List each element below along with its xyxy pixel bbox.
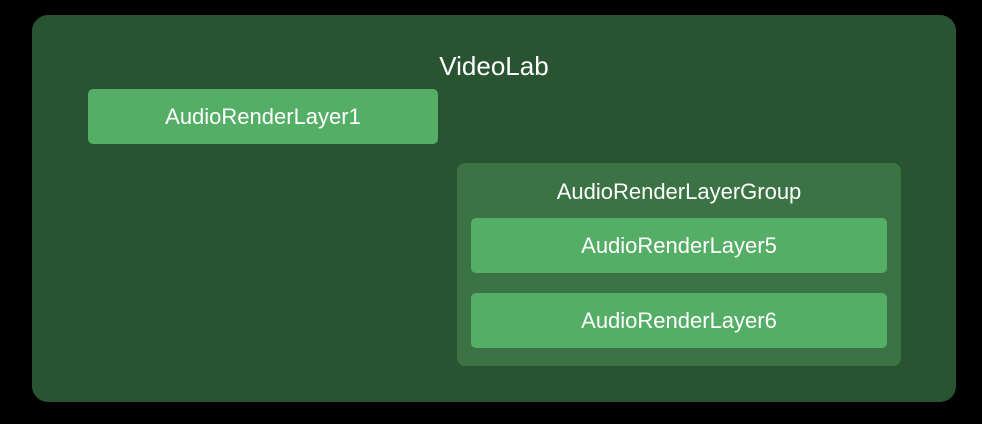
audio-render-layer-6: AudioRenderLayer6	[471, 293, 887, 348]
audio-render-layer-group-title: AudioRenderLayerGroup	[556, 179, 802, 204]
audio-render-layer-1-label: AudioRenderLayer1	[165, 103, 361, 129]
videolab-title: VideoLab	[439, 51, 549, 81]
audio-render-layer-1: AudioRenderLayer1	[88, 89, 438, 144]
audio-render-layer-5-label: AudioRenderLayer5	[581, 232, 777, 258]
audio-render-layer-6-label: AudioRenderLayer6	[581, 307, 777, 333]
audio-render-layer-5: AudioRenderLayer5	[471, 218, 887, 273]
